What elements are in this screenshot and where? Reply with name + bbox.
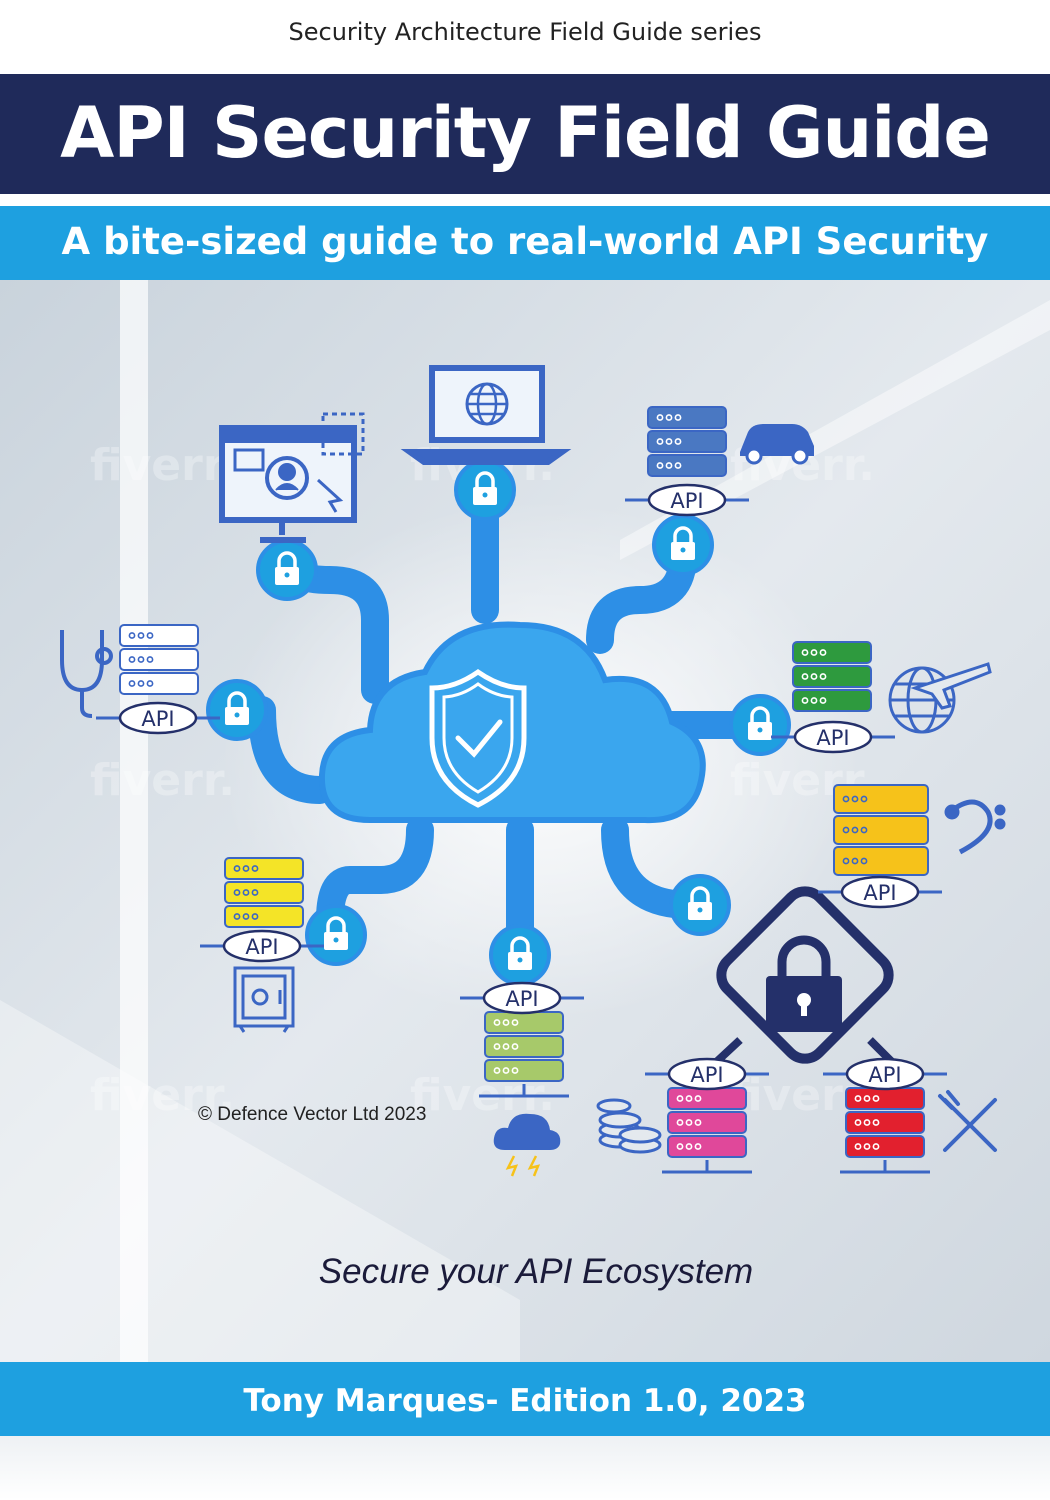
api-ecosystem-illustration: fiverr.fiverr.fiverr. fiverr.fiverr.five… [0,280,1050,1362]
api-label: API [863,881,896,905]
server-stack [792,641,872,712]
subtitle-band [0,206,1050,280]
padlock-icon [652,514,714,576]
padlock-icon [709,886,899,1069]
author-edition: Tony Marques- Edition 1.0, 2023 [243,1383,807,1419]
padlock-icon [669,874,731,936]
padlock-icon [454,459,516,521]
padlock-icon [256,539,318,601]
api-badge: API [823,1057,947,1091]
bass-clef-icon [944,799,1006,855]
connection-pipes [226,486,769,954]
svg-text:fiverr.: fiverr. [90,440,235,491]
api-label: API [505,987,538,1011]
globe-plane-icon [888,662,992,734]
storm-cloud-icon [493,1113,561,1177]
api-badge: API [818,875,942,909]
monitor-user-icon [219,412,365,543]
api-badge: API [460,981,584,1015]
api-badge: API [645,1057,769,1091]
title-band [0,74,1050,194]
server-stack [833,784,929,876]
api-badge: API [200,929,324,963]
api-label: API [670,489,703,513]
laptop-globe-icon [400,365,572,465]
server-stack [647,406,727,477]
api-label: API [868,1063,901,1087]
copyright-notice: © Defence Vector Ltd 2023 [198,1104,427,1125]
coins-icon [596,1098,662,1154]
server-stack [662,1087,752,1174]
book-subtitle: A bite-sized guide to real-world API Sec… [61,220,989,263]
safe-icon [233,966,295,1033]
bottom-strip [0,1436,1050,1500]
series-name: Security Architecture Field Guide series [288,18,762,46]
server-stack [119,624,199,695]
padlock-icon [305,904,367,966]
api-label: API [245,935,278,959]
shield-check-icon [429,668,527,808]
car-icon [740,424,814,465]
padlock-icon [489,924,551,986]
central-cloud [318,621,706,824]
api-labels: API API API API API API API API [96,483,947,1091]
padlock-icon [206,679,268,741]
server-stack [224,857,304,928]
api-badge: API [625,483,749,517]
fork-knife-icon [938,1090,997,1152]
api-label: API [141,707,174,731]
api-badge: API [771,720,895,754]
tagline: Secure your API Ecosystem [318,1252,754,1291]
stethoscope-icon [60,630,113,718]
book-title: API Security Field Guide [60,92,991,174]
padlock-icon [729,694,791,756]
server-stack [840,1087,930,1174]
api-label: API [816,726,849,750]
svg-text:fiverr.: fiverr. [90,755,235,806]
api-label: API [690,1063,723,1087]
api-badge: API [96,701,220,735]
svg-text:fiverr.: fiverr. [90,1070,235,1121]
footer-band [0,1362,1050,1436]
